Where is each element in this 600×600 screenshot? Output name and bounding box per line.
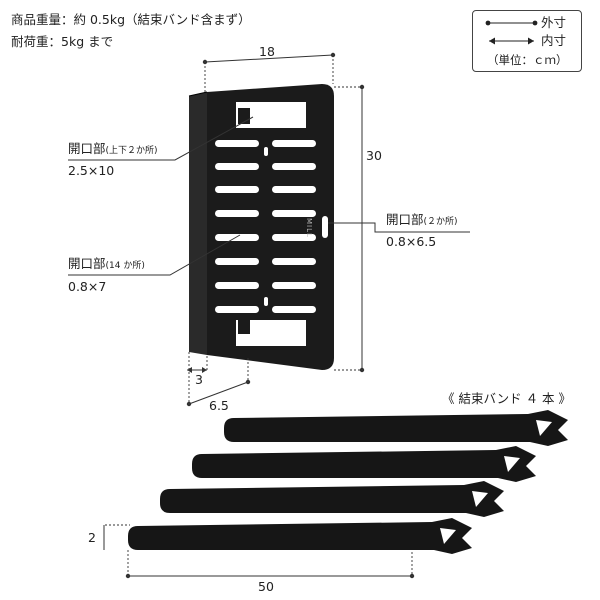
- dim-width-label: 18: [259, 44, 275, 59]
- legend-inner-label: 内寸: [541, 33, 567, 48]
- depth-arrows: [187, 367, 207, 373]
- brand-mark: MILL: [305, 218, 313, 238]
- slot: [215, 234, 259, 241]
- callout-top-bottom-title: 開口部: [68, 141, 106, 156]
- dim-height-label: 30: [366, 148, 382, 163]
- slot: [215, 186, 259, 193]
- callout-slots: 開口部(14 か所): [68, 256, 145, 274]
- callout-side-size: 0.8×6.5: [386, 234, 437, 249]
- band: [224, 410, 568, 446]
- slot: [215, 306, 259, 313]
- slot: [215, 258, 259, 265]
- outer-dot-right: [532, 20, 538, 26]
- slot: [272, 140, 316, 147]
- callout-top-bottom-note: (上下２か所): [105, 146, 158, 156]
- side-opening: [322, 216, 328, 238]
- slot: [272, 163, 316, 170]
- callout-top-bottom: 開口部(上下２か所): [68, 141, 158, 159]
- band: [128, 518, 472, 554]
- dim-depth-label: 3: [195, 372, 203, 387]
- slot: [272, 258, 316, 265]
- left-slots: [215, 140, 259, 313]
- dim-width-guides: [204, 55, 334, 92]
- dim-depth-guides: [188, 352, 249, 404]
- band-dim-guides: [105, 524, 413, 576]
- load-capacity: 耐荷重：5kg まで: [11, 34, 114, 49]
- callout-slots-title: 開口部: [68, 256, 106, 271]
- center-slot-top: [264, 147, 268, 156]
- slot: [215, 163, 259, 170]
- band: [160, 481, 504, 517]
- callout-leaders: [68, 116, 470, 276]
- inner-arrow-left: [489, 37, 495, 45]
- slot: [272, 186, 316, 193]
- legend-unit: （単位：ｃｍ）: [487, 53, 568, 67]
- product-weight: 商品重量：約 0.5kg（結束バンド含まず）: [11, 12, 251, 27]
- right-slots: [272, 140, 316, 313]
- dim-width-line: [204, 54, 334, 63]
- inner-arrow-right: [528, 37, 534, 45]
- callout-top-bottom-size: 2.5×10: [68, 163, 115, 178]
- callout-side-title: 開口部: [386, 212, 424, 227]
- slot: [215, 282, 259, 289]
- legend-arrows: [485, 20, 538, 45]
- legend-box: 外寸 内寸 （単位：ｃｍ）: [472, 10, 582, 72]
- slot: [272, 234, 316, 241]
- dim-height-guides: [334, 86, 362, 371]
- bands-title: 《 結束バンド ４ 本 》: [442, 391, 572, 406]
- slot: [215, 140, 259, 147]
- callout-slots-note: (14 か所): [105, 261, 145, 271]
- band-width-label: 2: [88, 530, 96, 545]
- bottom-hook: [238, 318, 250, 334]
- plate: [188, 84, 334, 370]
- callout-side: 開口部(２か所): [386, 212, 458, 230]
- slot: [272, 306, 316, 313]
- band: [192, 446, 536, 482]
- legend-outer-label: 外寸: [541, 15, 567, 30]
- callout-slots-size: 0.8×7: [68, 279, 107, 294]
- outer-dot-left: [485, 20, 491, 26]
- slot: [272, 282, 316, 289]
- cable-bands: [128, 410, 568, 554]
- callout-side-note: (２か所): [423, 217, 458, 227]
- dim-lip-label: 6.5: [209, 398, 229, 413]
- center-slot-bottom: [264, 297, 268, 306]
- slot: [272, 210, 316, 217]
- slot: [215, 210, 259, 217]
- dim-lip-line: [188, 381, 249, 405]
- band-length-label: 50: [258, 579, 274, 594]
